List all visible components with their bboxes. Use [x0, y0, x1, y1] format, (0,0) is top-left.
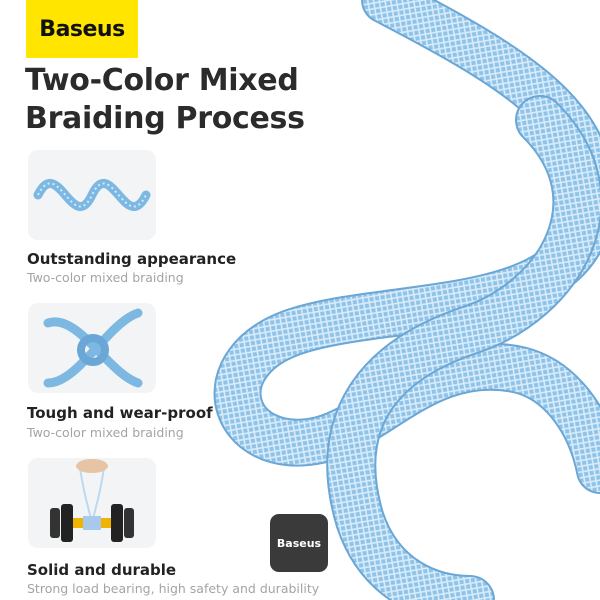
- page-headline: Two-Color Mixed Braiding Process: [25, 62, 345, 138]
- headline-line-2: Braiding Process: [25, 101, 305, 136]
- brand-badge: Baseus: [270, 514, 328, 572]
- feature-subtitle-tough: Two-color mixed braiding: [27, 425, 184, 440]
- feature-subtitle-appearance: Two-color mixed braiding: [27, 270, 184, 285]
- headline-line-1: Two-Color Mixed: [25, 63, 299, 98]
- dumbbell-lift-icon: [28, 458, 156, 548]
- braided-cable-wave-icon: [28, 150, 156, 240]
- brand-logo: Baseus: [26, 0, 138, 58]
- feature-title-durable: Solid and durable: [27, 561, 177, 579]
- cable-knot-icon: [28, 303, 156, 393]
- feature-title-tough: Tough and wear-proof: [27, 404, 213, 422]
- brand-logo-text: Baseus: [39, 16, 125, 42]
- feature-title-appearance: Outstanding appearance: [27, 250, 237, 268]
- brand-badge-text: Baseus: [276, 536, 322, 550]
- feature-subtitle-durable: Strong load bearing, high safety and dur…: [27, 581, 320, 596]
